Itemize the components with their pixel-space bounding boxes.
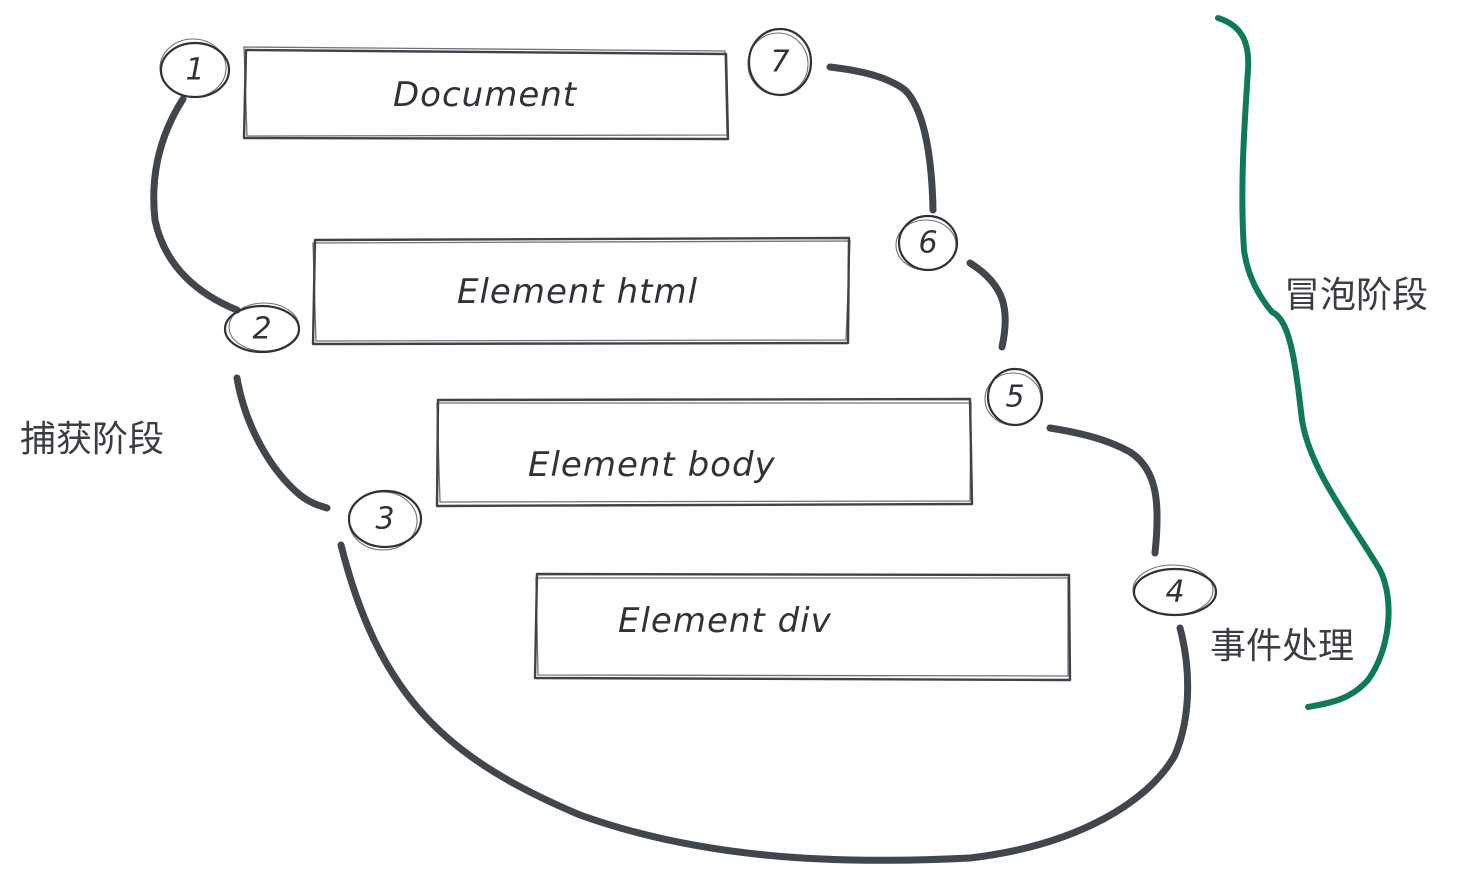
step-1-number: 1 — [185, 53, 204, 88]
step-4-number: 4 — [1165, 575, 1184, 610]
capture-phase-label: 捕获阶段 — [20, 419, 164, 460]
box-element-body: Element body — [435, 397, 974, 508]
flow-3-to-4 — [337, 541, 1192, 864]
flow-4-to-5 — [1046, 424, 1161, 557]
step-2-number: 2 — [252, 312, 271, 347]
step-5: 5 — [984, 367, 1044, 427]
event-handling-label: 事件处理 — [1210, 626, 1354, 667]
step-6-number: 6 — [918, 226, 937, 261]
step-7: 7 — [747, 27, 813, 97]
step-2: 2 — [223, 302, 301, 354]
box-document: Document — [242, 46, 730, 141]
flow-2-to-3 — [233, 374, 331, 512]
box-element-div-label: Element div — [618, 601, 832, 641]
step-1: 1 — [159, 38, 231, 99]
box-element-html: Element html — [311, 236, 851, 346]
flow-1-to-2 — [150, 95, 241, 314]
box-element-body-label: Element body — [528, 445, 776, 485]
step-5-number: 5 — [1005, 380, 1024, 415]
step-4: 4 — [1132, 564, 1218, 617]
box-document-label: Document — [393, 75, 578, 115]
box-element-html-label: Element html — [457, 272, 698, 312]
step-3: 3 — [347, 489, 423, 551]
step-3-number: 3 — [375, 502, 394, 537]
box-element-div: Element div — [533, 572, 1072, 682]
step-7-number: 7 — [770, 45, 789, 80]
flow-6-to-7 — [826, 63, 937, 214]
step-6: 6 — [895, 214, 959, 272]
flow-5-to-6 — [966, 259, 1009, 351]
bubble-phase-bracket — [1215, 15, 1392, 710]
bubble-phase-label: 冒泡阶段 — [1284, 275, 1428, 316]
